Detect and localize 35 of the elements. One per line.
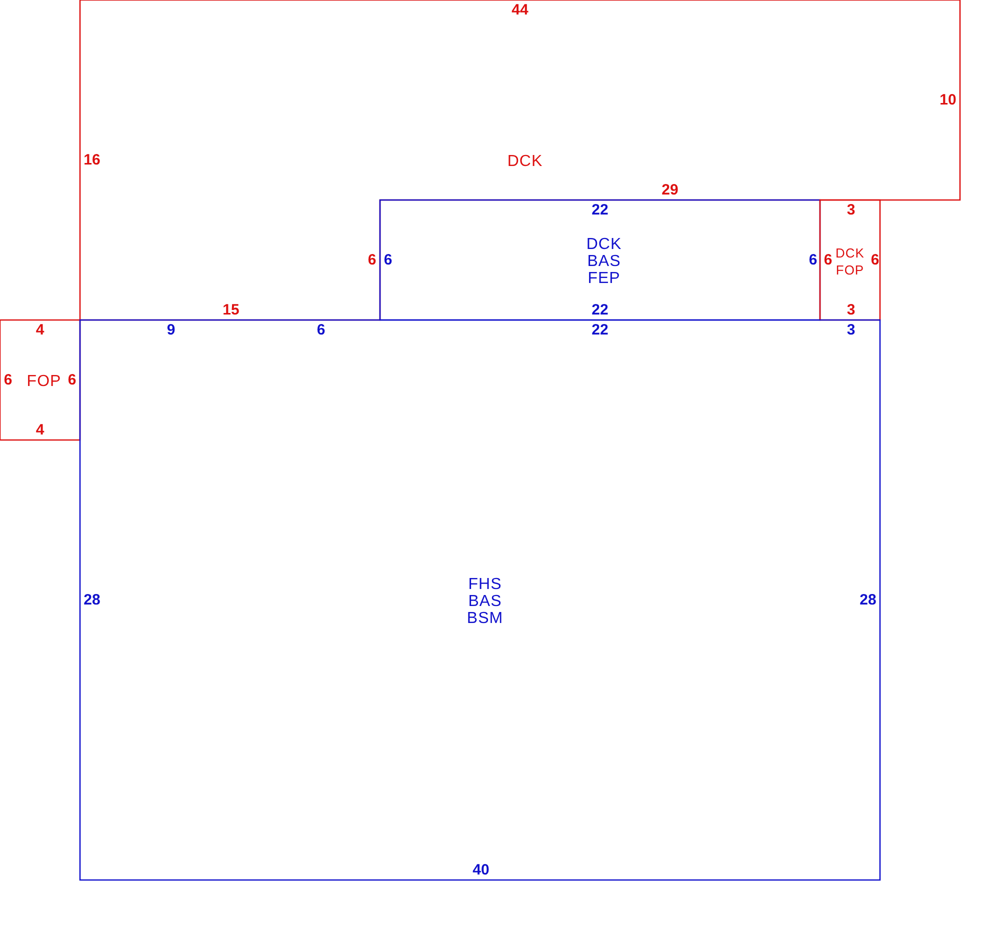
dimension-label: 6 xyxy=(870,252,880,268)
dimension-label: 22 xyxy=(592,202,608,218)
dimension-label: 28 xyxy=(84,592,100,608)
area-code: BAS xyxy=(468,594,502,610)
dimension-label: 3 xyxy=(846,302,856,318)
area-code: FHS xyxy=(468,577,502,593)
area-code: DCK xyxy=(507,154,543,170)
dimension-label: 4 xyxy=(36,322,44,338)
dimension-label: 6 xyxy=(316,322,326,338)
dimension-label: 3 xyxy=(846,322,856,338)
dimension-label: 6 xyxy=(384,252,392,268)
dimension-label: 6 xyxy=(4,372,12,388)
dimension-label: 22 xyxy=(592,302,608,318)
dimension-label: 6 xyxy=(808,252,818,268)
dimension-label: 44 xyxy=(512,2,528,18)
dimension-label: 28 xyxy=(860,592,876,608)
dimension-label: 3 xyxy=(846,202,856,218)
area-code: DCK xyxy=(836,246,864,260)
dimension-label: 6 xyxy=(68,372,76,388)
dimension-label: 29 xyxy=(662,182,678,198)
dimension-label: 6 xyxy=(824,252,832,268)
dimension-label: 4 xyxy=(36,422,44,438)
area-code: FEP xyxy=(588,271,620,287)
area-code: BAS xyxy=(587,254,621,270)
area-code: FOP xyxy=(26,374,62,390)
dimension-label: 6 xyxy=(368,252,376,268)
area-code: FOP xyxy=(836,264,864,276)
dimension-label: 9 xyxy=(166,322,176,338)
dimension-label: 40 xyxy=(472,862,490,878)
dimension-label: 22 xyxy=(592,322,608,338)
dimension-label: 16 xyxy=(84,152,100,168)
dimension-label: 15 xyxy=(222,302,240,318)
area-code: BSM xyxy=(466,611,504,627)
area-code: DCK xyxy=(586,237,622,253)
dimension-label: 10 xyxy=(940,92,956,108)
